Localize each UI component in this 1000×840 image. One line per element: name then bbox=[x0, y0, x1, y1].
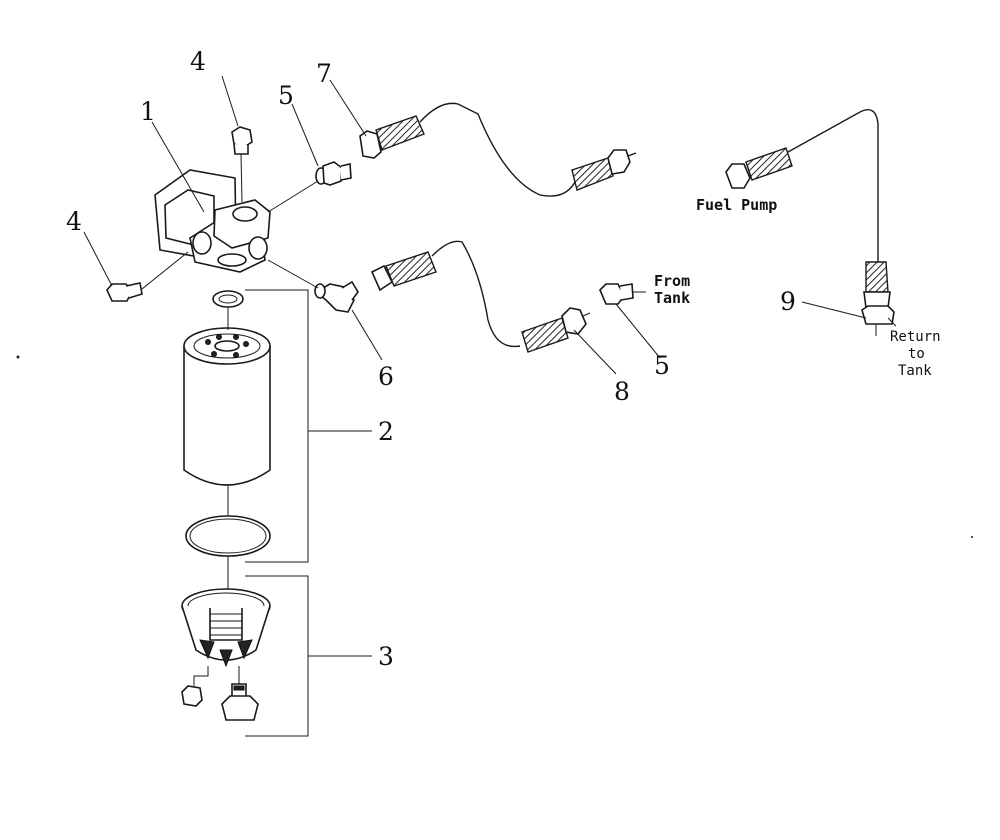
stray-dot bbox=[971, 536, 973, 538]
callout-5-upper: 5 bbox=[278, 81, 294, 110]
bracket-item-2 bbox=[245, 289, 309, 563]
callout-6: 6 bbox=[378, 362, 394, 391]
o-ring-inner bbox=[218, 294, 238, 304]
callout-4-top: 4 bbox=[190, 47, 206, 76]
note-return-line1: Return bbox=[890, 329, 941, 345]
note-fuel-pump: Fuel Pump bbox=[696, 196, 777, 214]
note-from-tank-line1: From bbox=[654, 272, 690, 290]
callout-5-lower: 5 bbox=[654, 351, 670, 380]
callout-3: 3 bbox=[378, 642, 394, 671]
note-from-tank-line2: Tank bbox=[654, 289, 690, 307]
stray-dot bbox=[16, 355, 20, 359]
elbow-connector bbox=[267, 259, 359, 313]
leader-4-top bbox=[221, 75, 239, 127]
hose-assembly-lower bbox=[370, 240, 591, 353]
o-ring-large bbox=[185, 515, 271, 557]
leader-9 bbox=[801, 301, 867, 319]
callout-8: 8 bbox=[614, 377, 630, 406]
leader-6 bbox=[351, 309, 383, 361]
hose-assembly-upper bbox=[359, 102, 637, 197]
callout-2: 2 bbox=[378, 417, 394, 446]
leader-5-lower bbox=[615, 303, 661, 359]
note-return-line2: to bbox=[908, 346, 925, 362]
drain-plug bbox=[221, 666, 259, 721]
leader-return bbox=[887, 317, 897, 327]
water-separator-bowl bbox=[181, 588, 271, 668]
callout-9: 9 bbox=[780, 287, 796, 316]
callout-1: 1 bbox=[140, 97, 156, 126]
leader-4-side bbox=[83, 231, 113, 287]
hose-assembly-right bbox=[725, 109, 895, 336]
straight-connector-upper bbox=[267, 161, 352, 213]
filter-element bbox=[183, 327, 271, 486]
leader-1 bbox=[151, 121, 205, 213]
straight-connector-lower bbox=[599, 283, 634, 305]
plug-bolt-top bbox=[231, 126, 253, 203]
callout-4-side: 4 bbox=[66, 207, 82, 236]
o-ring-large-inner bbox=[189, 518, 267, 554]
plug-bolt-side bbox=[106, 251, 189, 302]
vent-screw bbox=[181, 666, 209, 707]
leader-8 bbox=[573, 329, 617, 375]
o-ring-small bbox=[212, 290, 244, 308]
leader-7 bbox=[329, 79, 367, 137]
leader-5-upper bbox=[291, 103, 319, 167]
callout-7: 7 bbox=[316, 59, 332, 88]
filter-head-bracket bbox=[154, 169, 271, 273]
note-return-line3: Tank bbox=[898, 363, 932, 379]
